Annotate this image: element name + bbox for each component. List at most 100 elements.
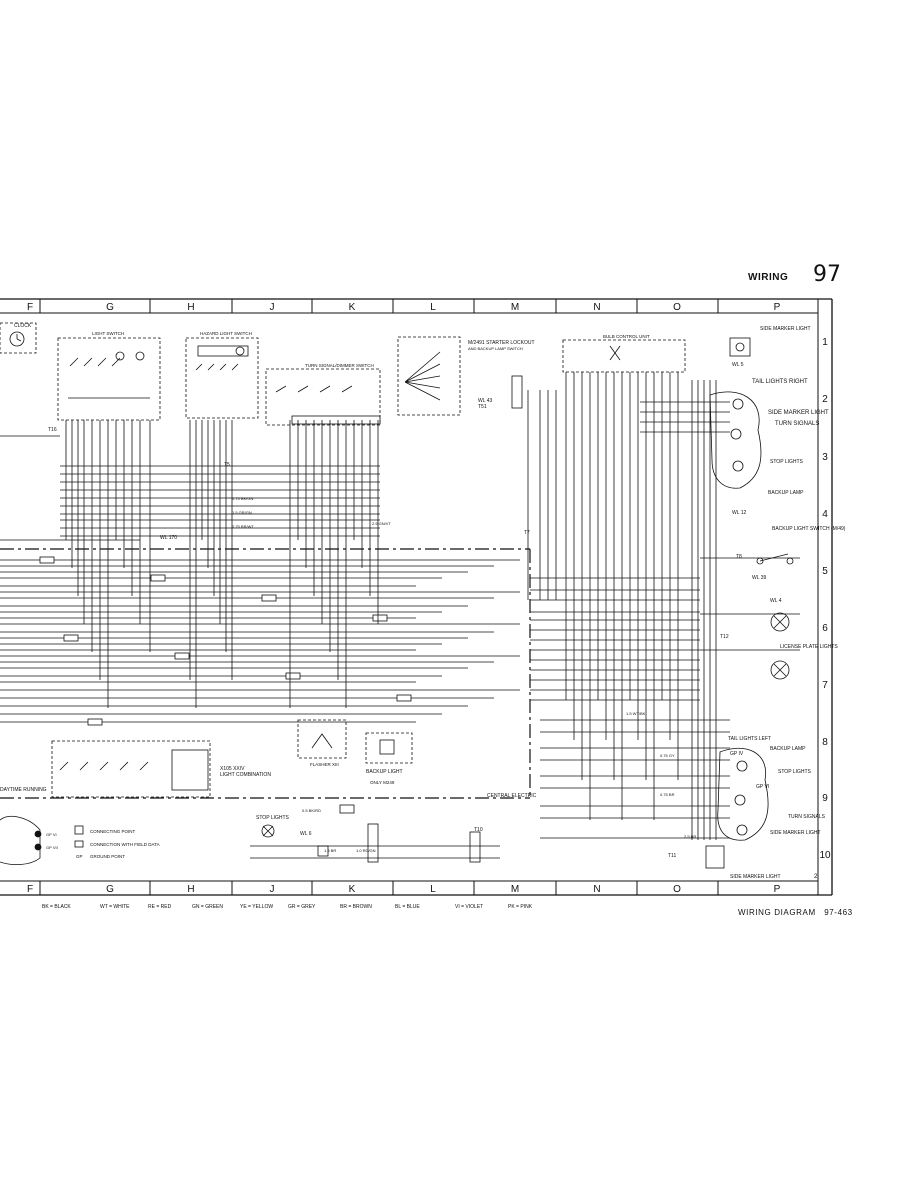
- bulb-control-label: BULB CONTROL UNIT: [603, 334, 650, 339]
- flasher-label: FLASHER XIII: [310, 762, 339, 767]
- starter-lockout-sub: AND BACKUP LAMP SWITCH: [468, 346, 523, 351]
- stop-lights-label: STOP LIGHTS: [770, 459, 804, 465]
- wire-connector: [39, 556, 55, 564]
- backup-light-switch-label: BACKUP LIGHT SWITCH (M/49): [772, 526, 846, 532]
- legend-gp: GP: [76, 854, 83, 859]
- wire-label: 2.5 GN/VT: [372, 521, 391, 526]
- tail-light-right-cluster: [709, 337, 762, 489]
- color-code-item: RE = RED: [148, 904, 172, 910]
- header-title: WIRING: [748, 272, 789, 283]
- wire-label: 0.5 BK/RD: [302, 808, 321, 813]
- backup-lamp-lower-label: BACKUP LAMP: [770, 746, 806, 752]
- color-code-item: VI = VIOLET: [455, 904, 483, 910]
- row-label-6: 6: [822, 623, 828, 634]
- connector-label: T16: [48, 427, 57, 433]
- column-label-h-top: H: [187, 302, 194, 313]
- tail-lights-right-label: TAIL LIGHTS RIGHT: [752, 379, 808, 385]
- clock-component: [0, 322, 37, 354]
- color-code-item: BK = BLACK: [42, 904, 71, 910]
- backup-lamp-label: BACKUP LAMP: [768, 490, 804, 496]
- stop-lights-left: [261, 804, 481, 863]
- tail-light-left-cluster: [705, 747, 769, 869]
- wire-connector: [285, 672, 301, 680]
- row-label-3: 3: [822, 452, 828, 463]
- wire-connector: [372, 614, 388, 622]
- backup-light-relay: [365, 732, 413, 764]
- column-label-l-bottom: L: [430, 884, 436, 895]
- column-label-k-top: K: [349, 302, 356, 313]
- connector-label: WL 4: [770, 598, 782, 604]
- wire-connector: [63, 634, 79, 642]
- column-label-p-bottom: P: [774, 884, 781, 895]
- wire-label: 0.75 BR: [660, 792, 675, 797]
- stop-lights-left-label: STOP LIGHTS: [256, 815, 290, 821]
- backup-relay-label: BACKUP LIGHT: [366, 769, 403, 775]
- connector-label: T11: [668, 853, 676, 859]
- page-number: 97: [813, 262, 841, 287]
- color-code-item: GR = GREY: [288, 904, 316, 910]
- wire-label: 1.5 GR/GN: [232, 510, 252, 515]
- clock-label: CLOCK: [14, 323, 32, 329]
- color-code-item: WT = WHITE: [100, 904, 130, 910]
- wire-connector: [396, 694, 412, 702]
- starter-lockout-switch: [397, 336, 523, 416]
- connector-label: GP VI: [756, 784, 769, 790]
- side-marker-label: SIDE MARKER LIGHT: [768, 410, 829, 416]
- color-code-item: YE = YELLOW: [240, 904, 273, 910]
- legend-ground-point: GROUND POINT: [90, 854, 125, 859]
- column-label-j-top: J: [270, 302, 275, 313]
- side-marker-bottom-label: SIDE MARKER LIGHT: [730, 874, 781, 880]
- central-electric-boundary: [0, 548, 531, 799]
- row-label-10: 10: [819, 850, 831, 861]
- row-label-4: 4: [822, 509, 828, 520]
- connector-label: WL 12: [732, 510, 746, 516]
- column-label-f-bottom: F: [27, 884, 33, 895]
- wire-connector: [174, 652, 190, 660]
- connector-label: T7: [524, 530, 530, 536]
- footer-title: WIRING DIAGRAM 97-463: [738, 908, 853, 917]
- column-label-g-bottom: G: [106, 884, 114, 895]
- legend-gp6: GP VI: [46, 832, 57, 837]
- color-code-item: GN = GREEN: [192, 904, 223, 910]
- footer-title-text: WIRING DIAGRAM: [738, 908, 816, 917]
- license-plate-label: LICENSE PLATE LIGHTS: [780, 644, 838, 650]
- bulb-control-unit: [562, 339, 686, 373]
- wire-label: 2.5 BR: [684, 834, 696, 839]
- backup-light-switch: [756, 553, 794, 680]
- light-combination-unit: [51, 740, 211, 798]
- light-combination-code: X105 XXIV: [220, 766, 245, 772]
- light-switch: [57, 337, 161, 421]
- stop-lights-lower-label: STOP LIGHTS: [778, 769, 812, 775]
- starter-lockout-label: M/2491 STARTER LOCKOUT: [468, 340, 535, 346]
- side-marker-lower-label: SIDE MARKER LIGHT: [770, 830, 821, 836]
- connector-label: T5: [224, 462, 230, 468]
- legend-field-data: CONNECTION WITH FIELD DATA: [90, 842, 160, 847]
- car-outline: [0, 816, 42, 866]
- column-label-p-top: P: [774, 302, 781, 313]
- column-label-f-top: F: [27, 302, 33, 313]
- connector-label: WL 6: [300, 831, 312, 837]
- turn-signals-lower-label: TURN SIGNALS: [788, 814, 826, 820]
- connector-label: WL 170: [160, 535, 177, 541]
- color-code-item: PK = PINK: [508, 904, 533, 910]
- tail-lights-left-label: TAIL LIGHTS LEFT: [728, 736, 771, 742]
- daytime-running-label: DAYTIME RUNNING: [0, 787, 47, 793]
- column-label-j-bottom: J: [270, 884, 275, 895]
- column-label-n-top: N: [593, 302, 600, 313]
- wire-label: 1.5 WT/BK: [626, 711, 646, 716]
- connector-label: WL 39: [752, 575, 766, 581]
- legend-connecting-point: CONNECTING POINT: [90, 829, 136, 834]
- legend-symbols: [74, 825, 84, 848]
- wire-label: 1.5 BR: [324, 848, 336, 853]
- connector-label: T10: [474, 827, 483, 833]
- column-label-m-bottom: M: [511, 884, 519, 895]
- connector-label: T8: [736, 554, 742, 560]
- wire-label: 0.75 BR/WT: [232, 524, 254, 529]
- footer-code: 97-463: [824, 908, 853, 917]
- light-combination-label: LIGHT COMBINATION: [220, 772, 271, 778]
- connector-label: T12: [720, 634, 729, 640]
